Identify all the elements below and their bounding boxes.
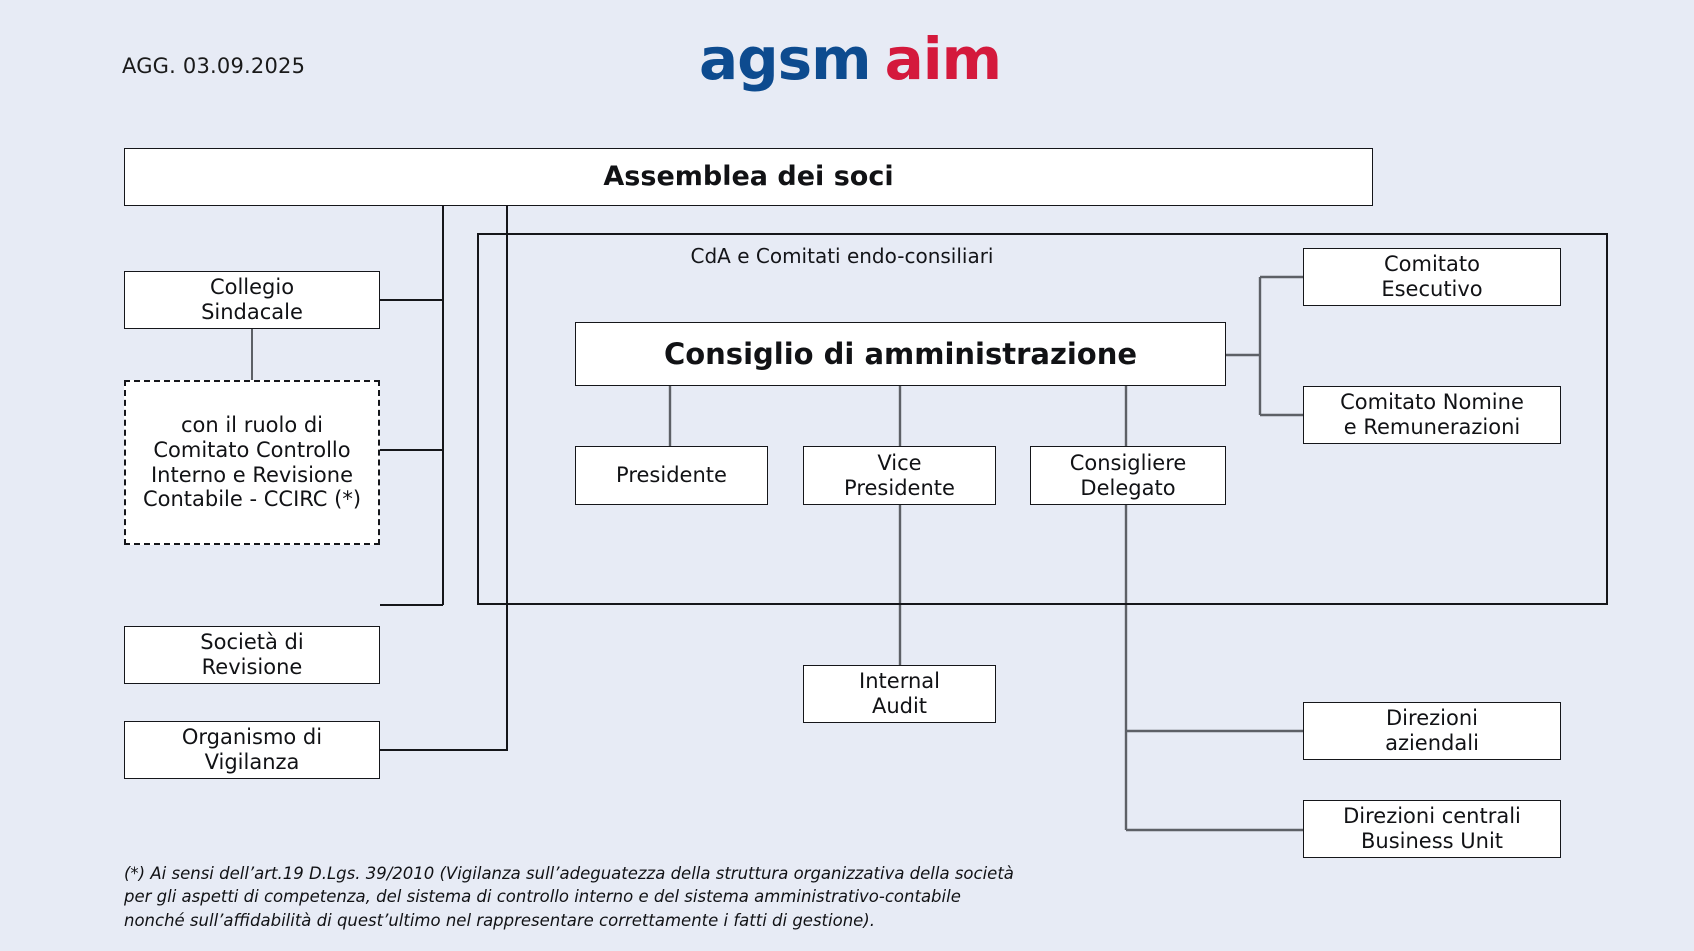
text-line-2: Sindacale — [201, 300, 303, 324]
node-comitato-esecutivo-label: Comitato Esecutivo — [1310, 252, 1554, 302]
node-direzioni-aziendali[interactable]: Direzioni aziendali — [1303, 702, 1561, 760]
text-line-2: Presidente — [844, 475, 955, 500]
text-line-2: Esecutivo — [1381, 277, 1483, 301]
text-line-1: Direzioni — [1386, 706, 1478, 731]
node-internal-audit-label: Internal Audit — [810, 669, 989, 719]
node-direzioni-aziendali-label: Direzioni aziendali — [1310, 706, 1554, 756]
text-line-1: Vice — [877, 450, 922, 475]
text-line-1: Comitato — [1384, 252, 1480, 277]
node-societa-di-revisione-label: Società di Revisione — [131, 630, 373, 680]
node-internal-audit[interactable]: Internal Audit — [803, 665, 996, 723]
node-comitato-nomine-e-remunerazioni[interactable]: Comitato Nomine e Remunerazioni — [1303, 386, 1561, 444]
node-comitato-esecutivo[interactable]: Comitato Esecutivo — [1303, 248, 1561, 306]
node-ccirc[interactable]: con il ruolo di Comitato Controllo Inter… — [124, 380, 380, 545]
node-direzioni-centrali-business-unit[interactable]: Direzioni centrali Business Unit — [1303, 800, 1561, 858]
node-assemblea-label: Assemblea dei soci — [603, 161, 894, 193]
node-direzioni-centrali-label: Direzioni centrali Business Unit — [1310, 804, 1554, 854]
text-line-2: e Remunerazioni — [1343, 415, 1521, 439]
text-line-2: Business Unit — [1360, 829, 1504, 853]
text-line-2: aziendali — [1385, 731, 1479, 755]
text-line-3: Interno e Revisione — [150, 462, 354, 487]
cda-group-label: CdA e Comitati endo-consiliari — [690, 244, 994, 268]
node-ccirc-label: con il ruolo di Comitato Controllo Inter… — [132, 413, 372, 512]
footnote-line-1: (*) Ai sensi dell’art.19 D.Lgs. 39/2010 … — [124, 864, 1014, 883]
text-line-2: Comitato Controllo — [153, 437, 351, 462]
cda-group-frame — [477, 233, 1608, 605]
text-line-1: Internal — [859, 669, 940, 694]
node-presidente-label: Presidente — [616, 463, 727, 488]
footnote-line-2: per gli aspetti di competenza, del siste… — [124, 887, 961, 907]
node-collegio-sindacale-label: Collegio Sindacale — [131, 275, 373, 325]
node-consigliere-delegato[interactable]: Consigliere Delegato — [1030, 446, 1226, 505]
node-organismo-di-vigilanza-label: Organismo di Vigilanza — [131, 725, 373, 775]
node-collegio-sindacale[interactable]: Collegio Sindacale — [124, 271, 380, 329]
update-date-label: AGG. 03.09.2025 — [122, 54, 306, 78]
text-line-1: Società di — [200, 630, 304, 655]
node-societa-di-revisione[interactable]: Società di Revisione — [124, 626, 380, 684]
node-organismo-di-vigilanza[interactable]: Organismo di Vigilanza — [124, 721, 380, 779]
text-line-1: Collegio — [209, 275, 295, 300]
text-line-2: Revisione — [201, 655, 303, 679]
node-presidente[interactable]: Presidente — [575, 446, 768, 505]
text-line-2: Delegato — [1080, 475, 1176, 500]
node-consiglio-di-amministrazione[interactable]: Consiglio di amministrazione — [575, 322, 1226, 386]
text-line-1: Organismo di — [181, 725, 323, 750]
text-line-2: Audit — [871, 694, 928, 718]
text-line-1: Direzioni centrali — [1343, 804, 1521, 829]
node-consiglio-label: Consiglio di amministrazione — [663, 336, 1138, 371]
footnote-line-3: nonché sull’affidabilità di quest’ultimo… — [124, 910, 875, 930]
node-comitato-nomine-label: Comitato Nomine e Remunerazioni — [1310, 390, 1554, 440]
text-line-1: Consigliere — [1069, 450, 1187, 475]
node-vice-presidente[interactable]: Vice Presidente — [803, 446, 996, 505]
text-line-1: con il ruolo di — [180, 412, 324, 437]
node-consigliere-delegato-label: Consigliere Delegato — [1037, 451, 1219, 501]
footnote: (*) Ai sensi dell’art.19 D.Lgs. 39/2010 … — [124, 862, 1014, 932]
logo-agsm-text: agsm — [698, 25, 872, 93]
text-line-4: Contabile - CCIRC (*) — [142, 487, 362, 512]
logo-aim-text: aim — [884, 25, 1002, 93]
text-line-2: Vigilanza — [204, 750, 300, 774]
text-line-1: Comitato Nomine — [1340, 390, 1524, 415]
node-vice-presidente-label: Vice Presidente — [810, 451, 989, 501]
node-assemblea-dei-soci[interactable]: Assemblea dei soci — [124, 148, 1373, 206]
